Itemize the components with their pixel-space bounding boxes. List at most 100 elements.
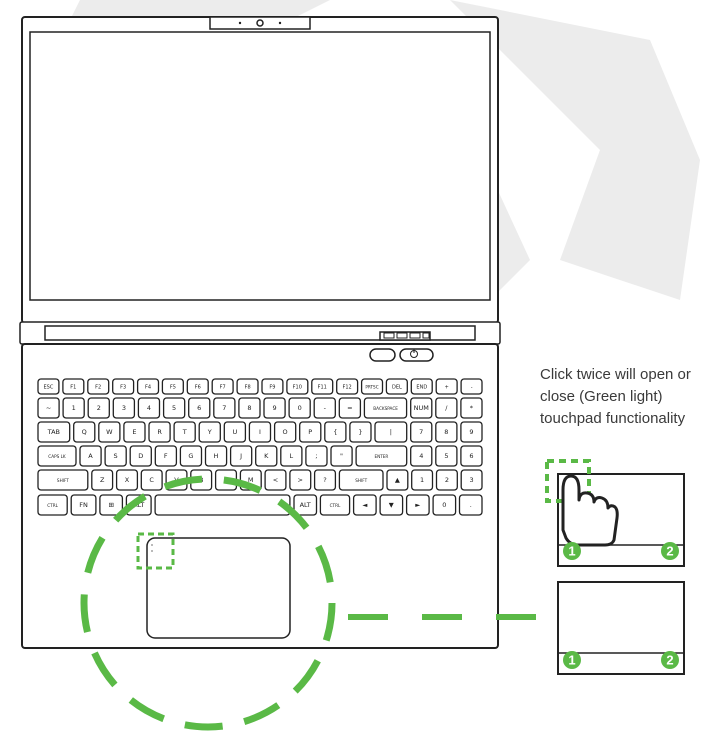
key-3-4[interactable]: F xyxy=(154,445,178,467)
key-3-10[interactable]: ; xyxy=(305,445,328,467)
key-1-1[interactable]: 1 xyxy=(62,397,85,419)
key-0-2[interactable]: F2 xyxy=(87,378,110,395)
key-3-6[interactable]: H xyxy=(204,445,228,467)
key-1-0[interactable]: ~ xyxy=(37,397,60,419)
key-0-7[interactable]: F7 xyxy=(211,378,234,395)
key-2-5[interactable]: T xyxy=(173,421,196,443)
key-3-14[interactable]: 5 xyxy=(435,445,458,467)
key-1-12[interactable]: = xyxy=(338,397,362,419)
key-cap xyxy=(37,378,60,395)
key-5-0[interactable]: CTRL xyxy=(37,494,68,516)
key-4-11[interactable]: SHIFT xyxy=(338,469,384,491)
key-3-7[interactable]: J xyxy=(229,445,253,467)
key-4-12[interactable]: ▲ xyxy=(386,469,409,491)
key-0-15[interactable]: END xyxy=(410,378,433,395)
key-3-15[interactable]: 6 xyxy=(460,445,483,467)
key-5-8[interactable]: ▼ xyxy=(379,494,404,516)
key-1-3[interactable]: 3 xyxy=(112,397,136,419)
key-1-10[interactable]: 0 xyxy=(288,397,311,419)
key-5-11[interactable]: . xyxy=(458,494,483,516)
key-label: ~ xyxy=(46,404,51,412)
key-4-2[interactable]: X xyxy=(115,469,139,491)
key-4-10[interactable]: ? xyxy=(313,469,337,491)
key-0-0[interactable]: ESC xyxy=(37,378,60,395)
key-1-11[interactable]: - xyxy=(313,397,336,419)
key-1-8[interactable]: 8 xyxy=(238,397,261,419)
key-1-13[interactable]: BACKSPACE xyxy=(363,397,408,419)
key-3-12[interactable]: ENTER xyxy=(355,445,408,467)
key-2-0[interactable]: TAB xyxy=(37,421,71,443)
key-3-9[interactable]: L xyxy=(280,445,303,467)
key-3-1[interactable]: A xyxy=(79,445,102,467)
key-1-5[interactable]: 5 xyxy=(162,397,186,419)
key-0-12[interactable]: F12 xyxy=(336,378,359,395)
key-3-3[interactable]: D xyxy=(129,445,152,467)
key-4-8[interactable]: < xyxy=(264,469,287,491)
key-label: D xyxy=(138,452,143,460)
key-0-8[interactable]: F8 xyxy=(236,378,259,395)
key-1-9[interactable]: 9 xyxy=(263,397,286,419)
key-1-15[interactable]: / xyxy=(435,397,458,419)
key-3-13[interactable]: 4 xyxy=(410,445,433,467)
key-0-6[interactable]: F6 xyxy=(186,378,209,395)
key-1-6[interactable]: 6 xyxy=(188,397,211,419)
key-label: ; xyxy=(315,452,317,460)
key-0-14[interactable]: DEL xyxy=(385,378,408,395)
key-4-15[interactable]: 3 xyxy=(460,469,483,491)
key-5-5[interactable]: ALT xyxy=(293,494,318,516)
key-cap xyxy=(460,445,483,467)
key-0-17[interactable]: - xyxy=(460,378,483,395)
key-0-4[interactable]: F4 xyxy=(136,378,160,395)
key-4-9[interactable]: > xyxy=(289,469,312,491)
key-0-3[interactable]: F3 xyxy=(112,378,135,395)
key-2-12[interactable]: } xyxy=(349,421,372,443)
key-2-2[interactable]: W xyxy=(98,421,121,443)
key-2-7[interactable]: U xyxy=(223,421,247,443)
key-2-4[interactable]: R xyxy=(148,421,171,443)
key-5-6[interactable]: CTRL xyxy=(319,494,351,516)
key-2-6[interactable]: Y xyxy=(198,421,221,443)
key-3-0[interactable]: CAPS LK xyxy=(37,445,77,467)
key-0-10[interactable]: F10 xyxy=(286,378,309,395)
key-5-4[interactable] xyxy=(154,494,291,516)
key-3-2[interactable]: S xyxy=(104,445,127,467)
key-3-5[interactable]: G xyxy=(179,445,203,467)
key-2-13[interactable]: | xyxy=(374,421,408,443)
touchpad[interactable] xyxy=(146,537,291,639)
power-button[interactable] xyxy=(369,348,434,362)
key-2-1[interactable]: Q xyxy=(73,421,96,443)
key-2-15[interactable]: 8 xyxy=(435,421,458,443)
key-0-5[interactable]: F5 xyxy=(161,378,184,395)
key-label: Z xyxy=(100,476,105,484)
key-1-14[interactable]: NUM xyxy=(410,397,433,419)
key-cap xyxy=(115,469,139,491)
key-3-8[interactable]: K xyxy=(255,445,278,467)
key-2-8[interactable]: I xyxy=(248,421,272,443)
key-0-9[interactable]: F9 xyxy=(261,378,284,395)
key-4-1[interactable]: Z xyxy=(91,469,114,491)
key-0-16[interactable]: + xyxy=(435,378,458,395)
key-2-11[interactable]: { xyxy=(324,421,347,443)
key-4-13[interactable]: 1 xyxy=(411,469,434,491)
key-1-4[interactable]: 4 xyxy=(137,397,161,419)
key-5-9[interactable]: ► xyxy=(405,494,430,516)
key-5-2[interactable]: ⊞ xyxy=(99,494,124,516)
key-2-3[interactable]: E xyxy=(123,421,146,443)
key-2-16[interactable]: 9 xyxy=(460,421,483,443)
key-1-16[interactable]: * xyxy=(460,397,483,419)
key-2-9[interactable]: O xyxy=(273,421,297,443)
key-2-14[interactable]: 7 xyxy=(410,421,433,443)
key-0-11[interactable]: F11 xyxy=(311,378,334,395)
key-5-1[interactable]: FN xyxy=(70,494,97,516)
key-2-10[interactable]: P xyxy=(299,421,322,443)
key-4-3[interactable]: C xyxy=(140,469,163,491)
key-0-1[interactable]: F1 xyxy=(62,378,85,395)
key-1-7[interactable]: 7 xyxy=(213,397,236,419)
key-4-0[interactable]: SHIFT xyxy=(37,469,89,491)
key-5-7[interactable]: ◄ xyxy=(352,494,377,516)
key-1-2[interactable]: 2 xyxy=(87,397,110,419)
key-3-11[interactable]: " xyxy=(330,445,353,467)
key-4-14[interactable]: 2 xyxy=(435,469,458,491)
key-0-13[interactable]: PRTSC xyxy=(360,378,384,395)
key-5-10[interactable]: 0 xyxy=(432,494,457,516)
